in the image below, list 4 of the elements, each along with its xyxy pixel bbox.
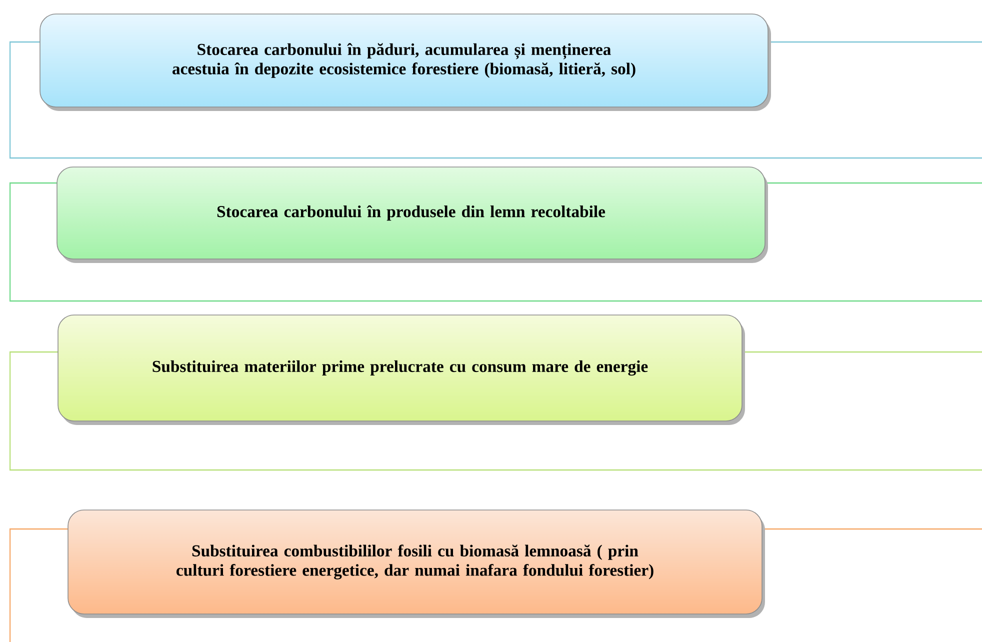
process-box: Stocarea carbonului în păduri, acumularea și menținerea acestuia în depozite ecosistemice forestiere (biomasă, litieră, sol) [40, 14, 771, 111]
process-box: Substituirea materiilor prime prelucrate cu consum mare de energie [58, 314, 745, 425]
process-box: Stocarea carbonului în produsele din lemn recoltabile [56, 166, 768, 263]
process-box: Substituirea combustibililor fosili cu biomasă lemnoasă ( prin culturi forestiere energetice, dar numai inafara fondului forestier) [68, 510, 765, 618]
